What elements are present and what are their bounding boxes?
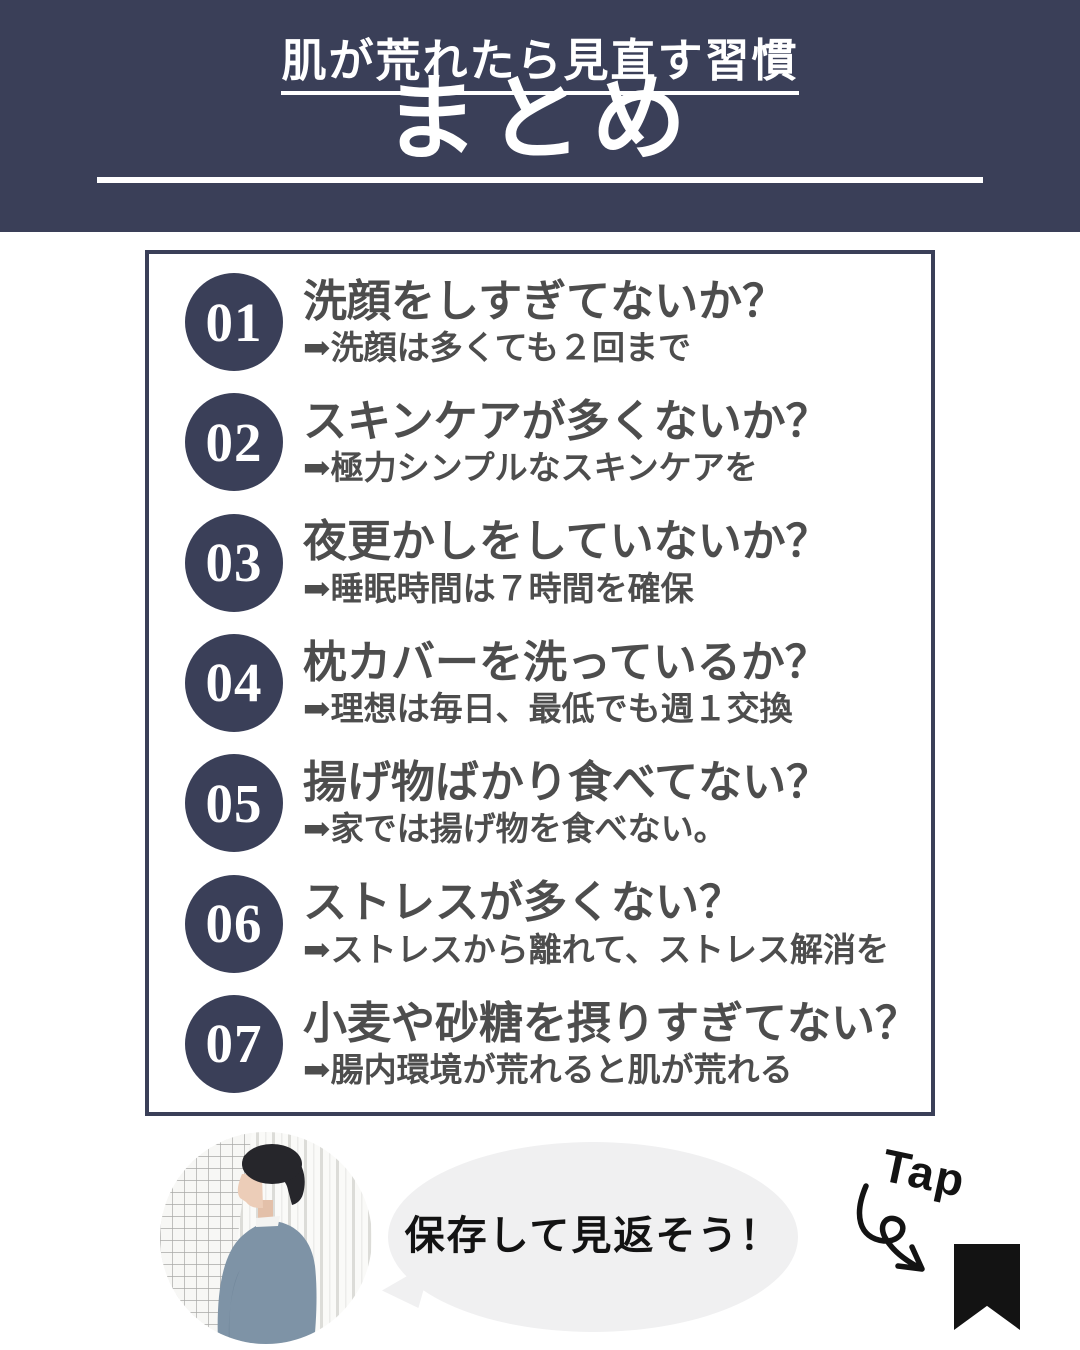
header-banner: 肌が荒れたら見直す習慣 まとめ bbox=[0, 0, 1080, 232]
checklist-item-04: 04 枕カバーを洗っているか？ ➡理想は毎日、最低でも週１交換 bbox=[185, 633, 921, 732]
item-title: ストレスが多くない？ bbox=[303, 878, 743, 928]
checklist-item-01: 01 洗顔をしすぎてないか？ ➡洗顔は多くても２回まで bbox=[185, 273, 921, 372]
item-title: 揚げ物ばかり食べてない？ bbox=[303, 757, 831, 807]
speech-bubble: 保存して見返そう！ bbox=[388, 1142, 798, 1332]
item-tip: ➡腸内環境が荒れると肌が荒れる bbox=[303, 1052, 793, 1089]
item-tip: ➡睡眠時間は７時間を確保 bbox=[303, 571, 694, 608]
item-number-badge: 05 bbox=[185, 754, 283, 853]
item-text: 小麦や砂糖を摂りすぎてない？ ➡腸内環境が荒れると肌が荒れる bbox=[303, 999, 919, 1090]
header-divider bbox=[97, 177, 983, 183]
speech-bubble-text: 保存して見返そう！ bbox=[404, 1214, 782, 1258]
item-title: 枕カバーを洗っているか？ bbox=[303, 637, 829, 687]
item-number-badge: 03 bbox=[185, 513, 283, 612]
item-number-badge: 04 bbox=[185, 633, 283, 732]
item-text: 枕カバーを洗っているか？ ➡理想は毎日、最低でも週１交換 bbox=[303, 638, 829, 729]
checklist-item-03: 03 夜更かしをしていないか？ ➡睡眠時間は７時間を確保 bbox=[185, 513, 921, 612]
item-tip: ➡洗顔は多くても２回まで bbox=[303, 331, 692, 368]
item-number-badge: 02 bbox=[185, 393, 283, 492]
item-title: 小麦や砂糖を摂りすぎてない？ bbox=[303, 998, 919, 1048]
bookmark-icon[interactable] bbox=[954, 1244, 1020, 1330]
item-tip: ➡ストレスから離れて、ストレス解消を bbox=[303, 932, 890, 969]
item-text: スキンケアが多くないか？ ➡極力シンプルなスキンケアを bbox=[303, 397, 830, 488]
item-tip: ➡極力シンプルなスキンケアを bbox=[303, 451, 758, 488]
curly-arrow-icon bbox=[856, 1183, 925, 1272]
checklist-item-02: 02 スキンケアが多くないか？ ➡極力シンプルなスキンケアを bbox=[185, 393, 921, 492]
profile-photo-illustration bbox=[160, 1132, 372, 1344]
item-title: スキンケアが多くないか？ bbox=[303, 397, 830, 447]
item-tip: ➡家では揚げ物を食べない。 bbox=[303, 812, 727, 849]
checklist-item-05: 05 揚げ物ばかり食べてない？ ➡家では揚げ物を食べない。 bbox=[185, 754, 921, 853]
item-title: 洗顔をしすぎてないか？ bbox=[303, 276, 787, 326]
header-subtitle: 肌が荒れたら見直す習慣 bbox=[0, 24, 1080, 95]
checklist-item-07: 07 小麦や砂糖を摂りすぎてない？ ➡腸内環境が荒れると肌が荒れる bbox=[185, 994, 921, 1093]
item-number-badge: 07 bbox=[185, 994, 283, 1093]
item-text: 揚げ物ばかり食べてない？ ➡家では揚げ物を食べない。 bbox=[303, 758, 830, 849]
profile-photo-avatar bbox=[160, 1132, 372, 1344]
item-text: 洗顔をしすぎてないか？ ➡洗顔は多くても２回まで bbox=[303, 277, 786, 368]
item-number-badge: 01 bbox=[185, 273, 283, 372]
checklist-item-06: 06 ストレスが多くない？ ➡ストレスから離れて、ストレス解消を bbox=[185, 874, 921, 973]
item-text: 夜更かしをしていないか？ ➡睡眠時間は７時間を確保 bbox=[303, 517, 830, 608]
item-tip: ➡理想は毎日、最低でも週１交換 bbox=[303, 691, 793, 728]
item-number-badge: 06 bbox=[185, 874, 283, 973]
item-title: 夜更かしをしていないか？ bbox=[303, 517, 830, 567]
page-title: まとめ bbox=[383, 68, 696, 172]
checklist-box: 01 洗顔をしすぎてないか？ ➡洗顔は多くても２回まで 02 スキンケアが多くな… bbox=[145, 250, 935, 1116]
header-subtitle-text: 肌が荒れたら見直す習慣 bbox=[281, 24, 799, 95]
item-text: ストレスが多くない？ ➡ストレスから離れて、ストレス解消を bbox=[303, 878, 889, 969]
